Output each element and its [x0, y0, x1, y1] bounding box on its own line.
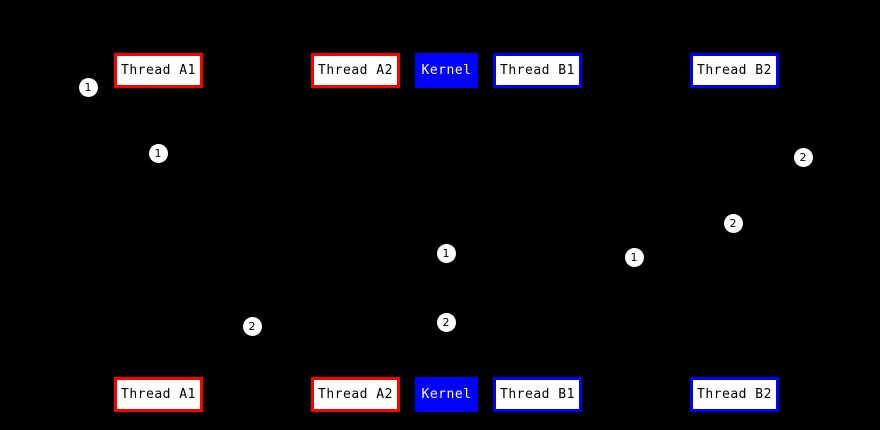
lifeline-thread-a2 — [355, 88, 356, 377]
connector-stub-thread-b1-bottom — [536, 373, 538, 377]
participant-label: Thread A1 — [121, 63, 196, 78]
participant-box-thread-b1-bottom[interactable]: Thread B1 — [493, 377, 582, 412]
connector-stub-thread-b1-top — [536, 88, 538, 92]
participant-box-thread-b1-top[interactable]: Thread B1 — [493, 53, 582, 88]
step-badge-2[interactable]: 2 — [793, 147, 813, 167]
step-badge-1[interactable]: 1 — [436, 243, 456, 263]
participant-box-thread-b2-bottom[interactable]: Thread B2 — [690, 377, 779, 412]
participant-label: Thread B1 — [500, 63, 575, 78]
participant-label: Kernel — [421, 387, 472, 402]
step-badge-1[interactable]: 1 — [78, 77, 98, 97]
participant-label: Thread A2 — [318, 63, 393, 78]
lifeline-kernel — [446, 88, 447, 377]
participant-box-thread-a2-bottom[interactable]: Thread A2 — [311, 377, 400, 412]
connector-stub-thread-a2-bottom — [354, 373, 356, 377]
participant-label: Thread B2 — [697, 63, 772, 78]
participant-box-kernel-top[interactable]: Kernel — [415, 53, 478, 88]
participant-label: Thread A2 — [318, 387, 393, 402]
step-badge-label: 2 — [442, 315, 450, 329]
connector-stub-thread-b2-top — [733, 88, 735, 92]
step-badge-label: 1 — [84, 80, 92, 94]
connector-stub-thread-a1-top — [157, 88, 159, 92]
step-badge-label: 1 — [630, 250, 638, 264]
step-badge-label: 1 — [442, 246, 450, 260]
participant-label: Thread A1 — [121, 387, 196, 402]
participant-label: Thread B2 — [697, 387, 772, 402]
lifeline-thread-a1 — [158, 88, 159, 377]
step-badge-label: 2 — [799, 150, 807, 164]
step-badge-label: 1 — [154, 146, 162, 160]
participant-box-thread-a1-bottom[interactable]: Thread A1 — [114, 377, 203, 412]
message-arrow — [158, 223, 734, 224]
connector-stub-thread-b2-bottom — [733, 373, 735, 377]
participant-box-kernel-bottom[interactable]: Kernel — [415, 377, 478, 412]
participant-box-thread-a1-top[interactable]: Thread A1 — [114, 53, 203, 88]
participant-box-thread-b2-top[interactable]: Thread B2 — [690, 53, 779, 88]
step-badge-label: 2 — [248, 319, 256, 333]
step-badge-2[interactable]: 2 — [723, 213, 743, 233]
participant-box-thread-a2-top[interactable]: Thread A2 — [311, 53, 400, 88]
connector-stub-thread-a1-bottom — [157, 373, 159, 377]
step-badge-label: 2 — [729, 216, 737, 230]
step-badge-2[interactable]: 2 — [242, 316, 262, 336]
lifeline-thread-b1 — [537, 88, 538, 377]
step-badge-1[interactable]: 1 — [148, 143, 168, 163]
connector-stub-thread-a2-top — [354, 88, 356, 92]
connector-stub-kernel-top — [445, 88, 447, 92]
step-badge-1[interactable]: 1 — [624, 247, 644, 267]
lifeline-thread-b2 — [734, 88, 735, 377]
connector-stub-kernel-bottom — [445, 373, 447, 377]
message-arrow — [158, 153, 734, 154]
participant-label: Kernel — [421, 63, 472, 78]
message-arrow — [158, 157, 734, 158]
step-badge-2[interactable]: 2 — [436, 312, 456, 332]
participant-label: Thread B1 — [500, 387, 575, 402]
